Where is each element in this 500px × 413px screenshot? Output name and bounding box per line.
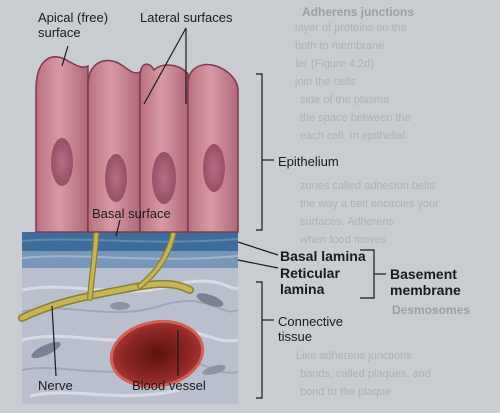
bg-text-5: side of the plasma [300, 94, 390, 106]
bg-heading-desmosomes: Desmosomes [392, 303, 471, 317]
label-basement-membrane: Basement membrane [390, 266, 461, 298]
label-basal-surface: Basal surface [92, 206, 171, 221]
nucleus-1 [51, 138, 73, 186]
bg-text-2: both to membrane [295, 40, 385, 52]
epithelial-cells [35, 56, 239, 233]
bg-text-1: layer of proteins on the [295, 22, 407, 34]
label-nerve: Nerve [38, 378, 73, 393]
bg-text-6: the space between the [300, 112, 411, 124]
nucleus-4 [203, 144, 225, 192]
cell-3 [139, 63, 189, 233]
bg-text-4: join the cells [295, 76, 356, 88]
label-apical-surface: Apical (free) surface [38, 10, 109, 40]
bg-text-7: each cell. In epithelial [300, 130, 406, 142]
label-lateral-surfaces: Lateral surfaces [140, 10, 233, 25]
nucleus-3 [152, 152, 176, 204]
bg-text-14: bond to the plaque [300, 386, 392, 398]
cell-2 [87, 59, 141, 233]
bg-heading-adherens: Adherens junctions [302, 5, 415, 19]
label-epithelium: Epithelium [278, 154, 339, 169]
label-reticular-lamina: Reticular lamina [280, 265, 340, 297]
bg-text-12: Like adherens junctions [296, 350, 412, 362]
leader-lines [51, 27, 386, 399]
bg-text-3: ter (Figure 4.2d) [295, 58, 374, 70]
bg-text-11: when food moves [300, 234, 387, 246]
label-connective-tissue: Connective tissue [278, 314, 344, 344]
label-basal-lamina: Basal lamina [280, 248, 366, 264]
bg-text-9: the way a belt encircles your [300, 198, 439, 210]
nucleus-2 [105, 154, 127, 202]
bg-text-8: zones called adhesion belts [300, 180, 436, 192]
bg-text-13: bands, called plaques, and [300, 368, 431, 380]
bg-text-10: surfaces. Adherens [300, 216, 395, 228]
blood-vessel [109, 319, 205, 389]
label-blood-vessel: Blood vessel [132, 378, 206, 393]
